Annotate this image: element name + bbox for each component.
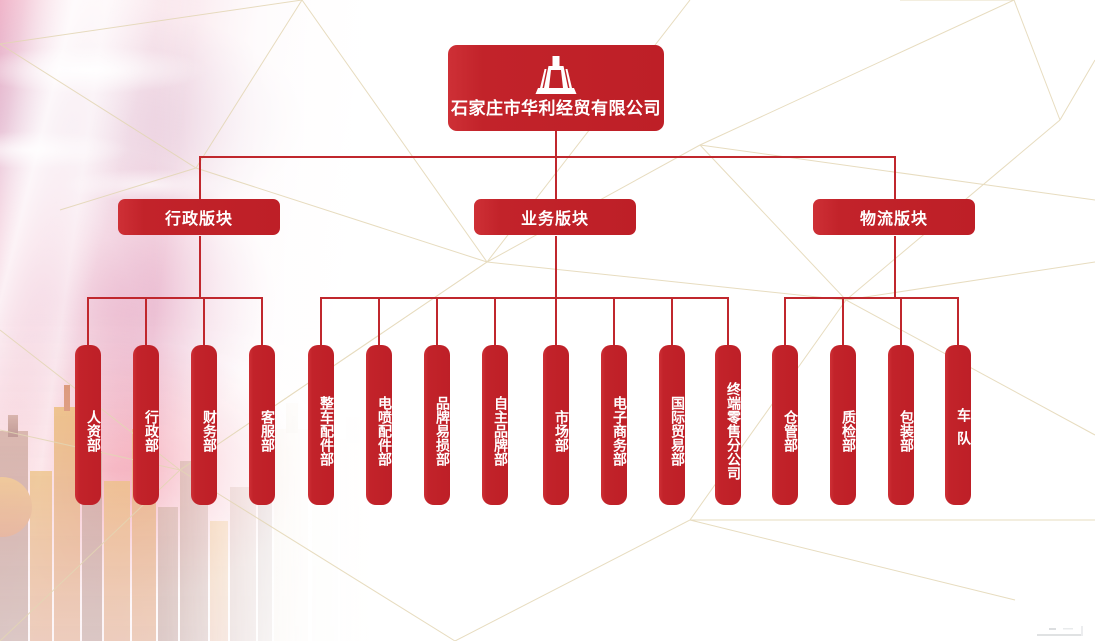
node-dept-packaging[interactable]: 包装部 [888, 345, 915, 505]
connector-admin-bus [87, 297, 263, 299]
root-company-name: 石家庄市华利经贸有限公司 [451, 99, 661, 118]
dept-retail-branch-label: 终端零售分公司 [726, 382, 742, 480]
dept-administration-label: 行政部 [144, 410, 160, 452]
node-dept-international-trade[interactable]: 国际贸易部 [659, 345, 686, 505]
connector-business-drop-2 [378, 297, 380, 345]
corner-watermark [1037, 626, 1083, 636]
connector-root-stem [555, 131, 557, 157]
dept-international-trade-label: 国际贸易部 [670, 396, 686, 466]
node-dept-finance[interactable]: 财务部 [191, 345, 218, 505]
division-business-label: 业务版块 [520, 211, 589, 228]
node-dept-vehicle-parts[interactable]: 整车配件部 [308, 345, 335, 505]
node-division-logistics[interactable]: 物流版块 [813, 199, 975, 235]
huali-trapezoid-logo [535, 56, 577, 94]
connector-division-bus [199, 156, 895, 158]
connector-business-bus [320, 297, 727, 299]
node-dept-brand-wear-parts[interactable]: 品牌易损部 [424, 345, 451, 505]
node-dept-efi-parts[interactable]: 电喷配件部 [366, 345, 393, 505]
connector-logistics-bus [784, 297, 959, 299]
node-dept-marketing[interactable]: 市场部 [543, 345, 570, 505]
connector-division-2-stem [555, 236, 557, 298]
connector-admin-drop-3 [203, 297, 205, 345]
dept-own-brand-label: 自主品牌部 [493, 396, 509, 466]
dept-efi-parts-label: 电喷配件部 [377, 396, 393, 466]
node-dept-fleet[interactable]: 车队 [945, 345, 972, 505]
connector-division-1-stem [199, 236, 201, 298]
connector-business-drop-3 [436, 297, 438, 345]
connector-logistics-drop-2 [842, 297, 844, 345]
node-dept-warehouse[interactable]: 仓管部 [772, 345, 799, 505]
dept-vehicle-parts-label: 整车配件部 [319, 396, 335, 466]
dept-ecommerce-label: 电子商务部 [612, 396, 628, 466]
division-admin-label: 行政版块 [164, 211, 233, 228]
dept-marketing-label: 市场部 [554, 410, 570, 452]
dept-packaging-label: 包装部 [899, 410, 915, 452]
connector-business-drop-1 [320, 297, 322, 345]
node-dept-customer-service[interactable]: 客服部 [249, 345, 276, 505]
node-dept-ecommerce[interactable]: 电子商务部 [601, 345, 628, 505]
dept-hr-label: 人资部 [86, 410, 102, 452]
connector-to-division-2 [555, 156, 557, 199]
connector-logistics-drop-1 [784, 297, 786, 345]
connector-business-drop-6 [613, 297, 615, 345]
node-dept-administration[interactable]: 行政部 [133, 345, 160, 505]
dept-customer-service-label: 客服部 [260, 410, 276, 452]
connector-admin-drop-1 [87, 297, 89, 345]
dept-fleet-label: 车队 [956, 408, 972, 454]
connector-admin-drop-4 [261, 297, 263, 345]
dept-quality-inspection-label: 质检部 [841, 410, 857, 452]
dept-finance-label: 财务部 [202, 410, 218, 452]
connector-to-division-3 [894, 156, 896, 199]
connector-business-drop-4 [494, 297, 496, 345]
dept-brand-wear-parts-label: 品牌易损部 [435, 396, 451, 466]
dept-warehouse-label: 仓管部 [783, 410, 799, 452]
connector-business-drop-7 [671, 297, 673, 345]
connector-business-drop-5 [555, 297, 557, 345]
node-division-admin[interactable]: 行政版块 [118, 199, 280, 235]
node-division-business[interactable]: 业务版块 [474, 199, 636, 235]
connector-business-drop-8 [727, 297, 729, 345]
connector-to-division-1 [199, 156, 201, 199]
node-dept-quality-inspection[interactable]: 质检部 [830, 345, 857, 505]
node-dept-retail-branch[interactable]: 终端零售分公司 [715, 345, 742, 505]
node-root-company[interactable]: 石家庄市华利经贸有限公司 [448, 45, 664, 131]
division-logistics-label: 物流版块 [859, 211, 928, 228]
node-dept-hr[interactable]: 人资部 [75, 345, 102, 505]
connector-admin-drop-2 [145, 297, 147, 345]
node-dept-own-brand[interactable]: 自主品牌部 [482, 345, 509, 505]
connector-logistics-drop-4 [957, 297, 959, 345]
connector-logistics-drop-3 [900, 297, 902, 345]
connector-division-3-stem [894, 236, 896, 298]
